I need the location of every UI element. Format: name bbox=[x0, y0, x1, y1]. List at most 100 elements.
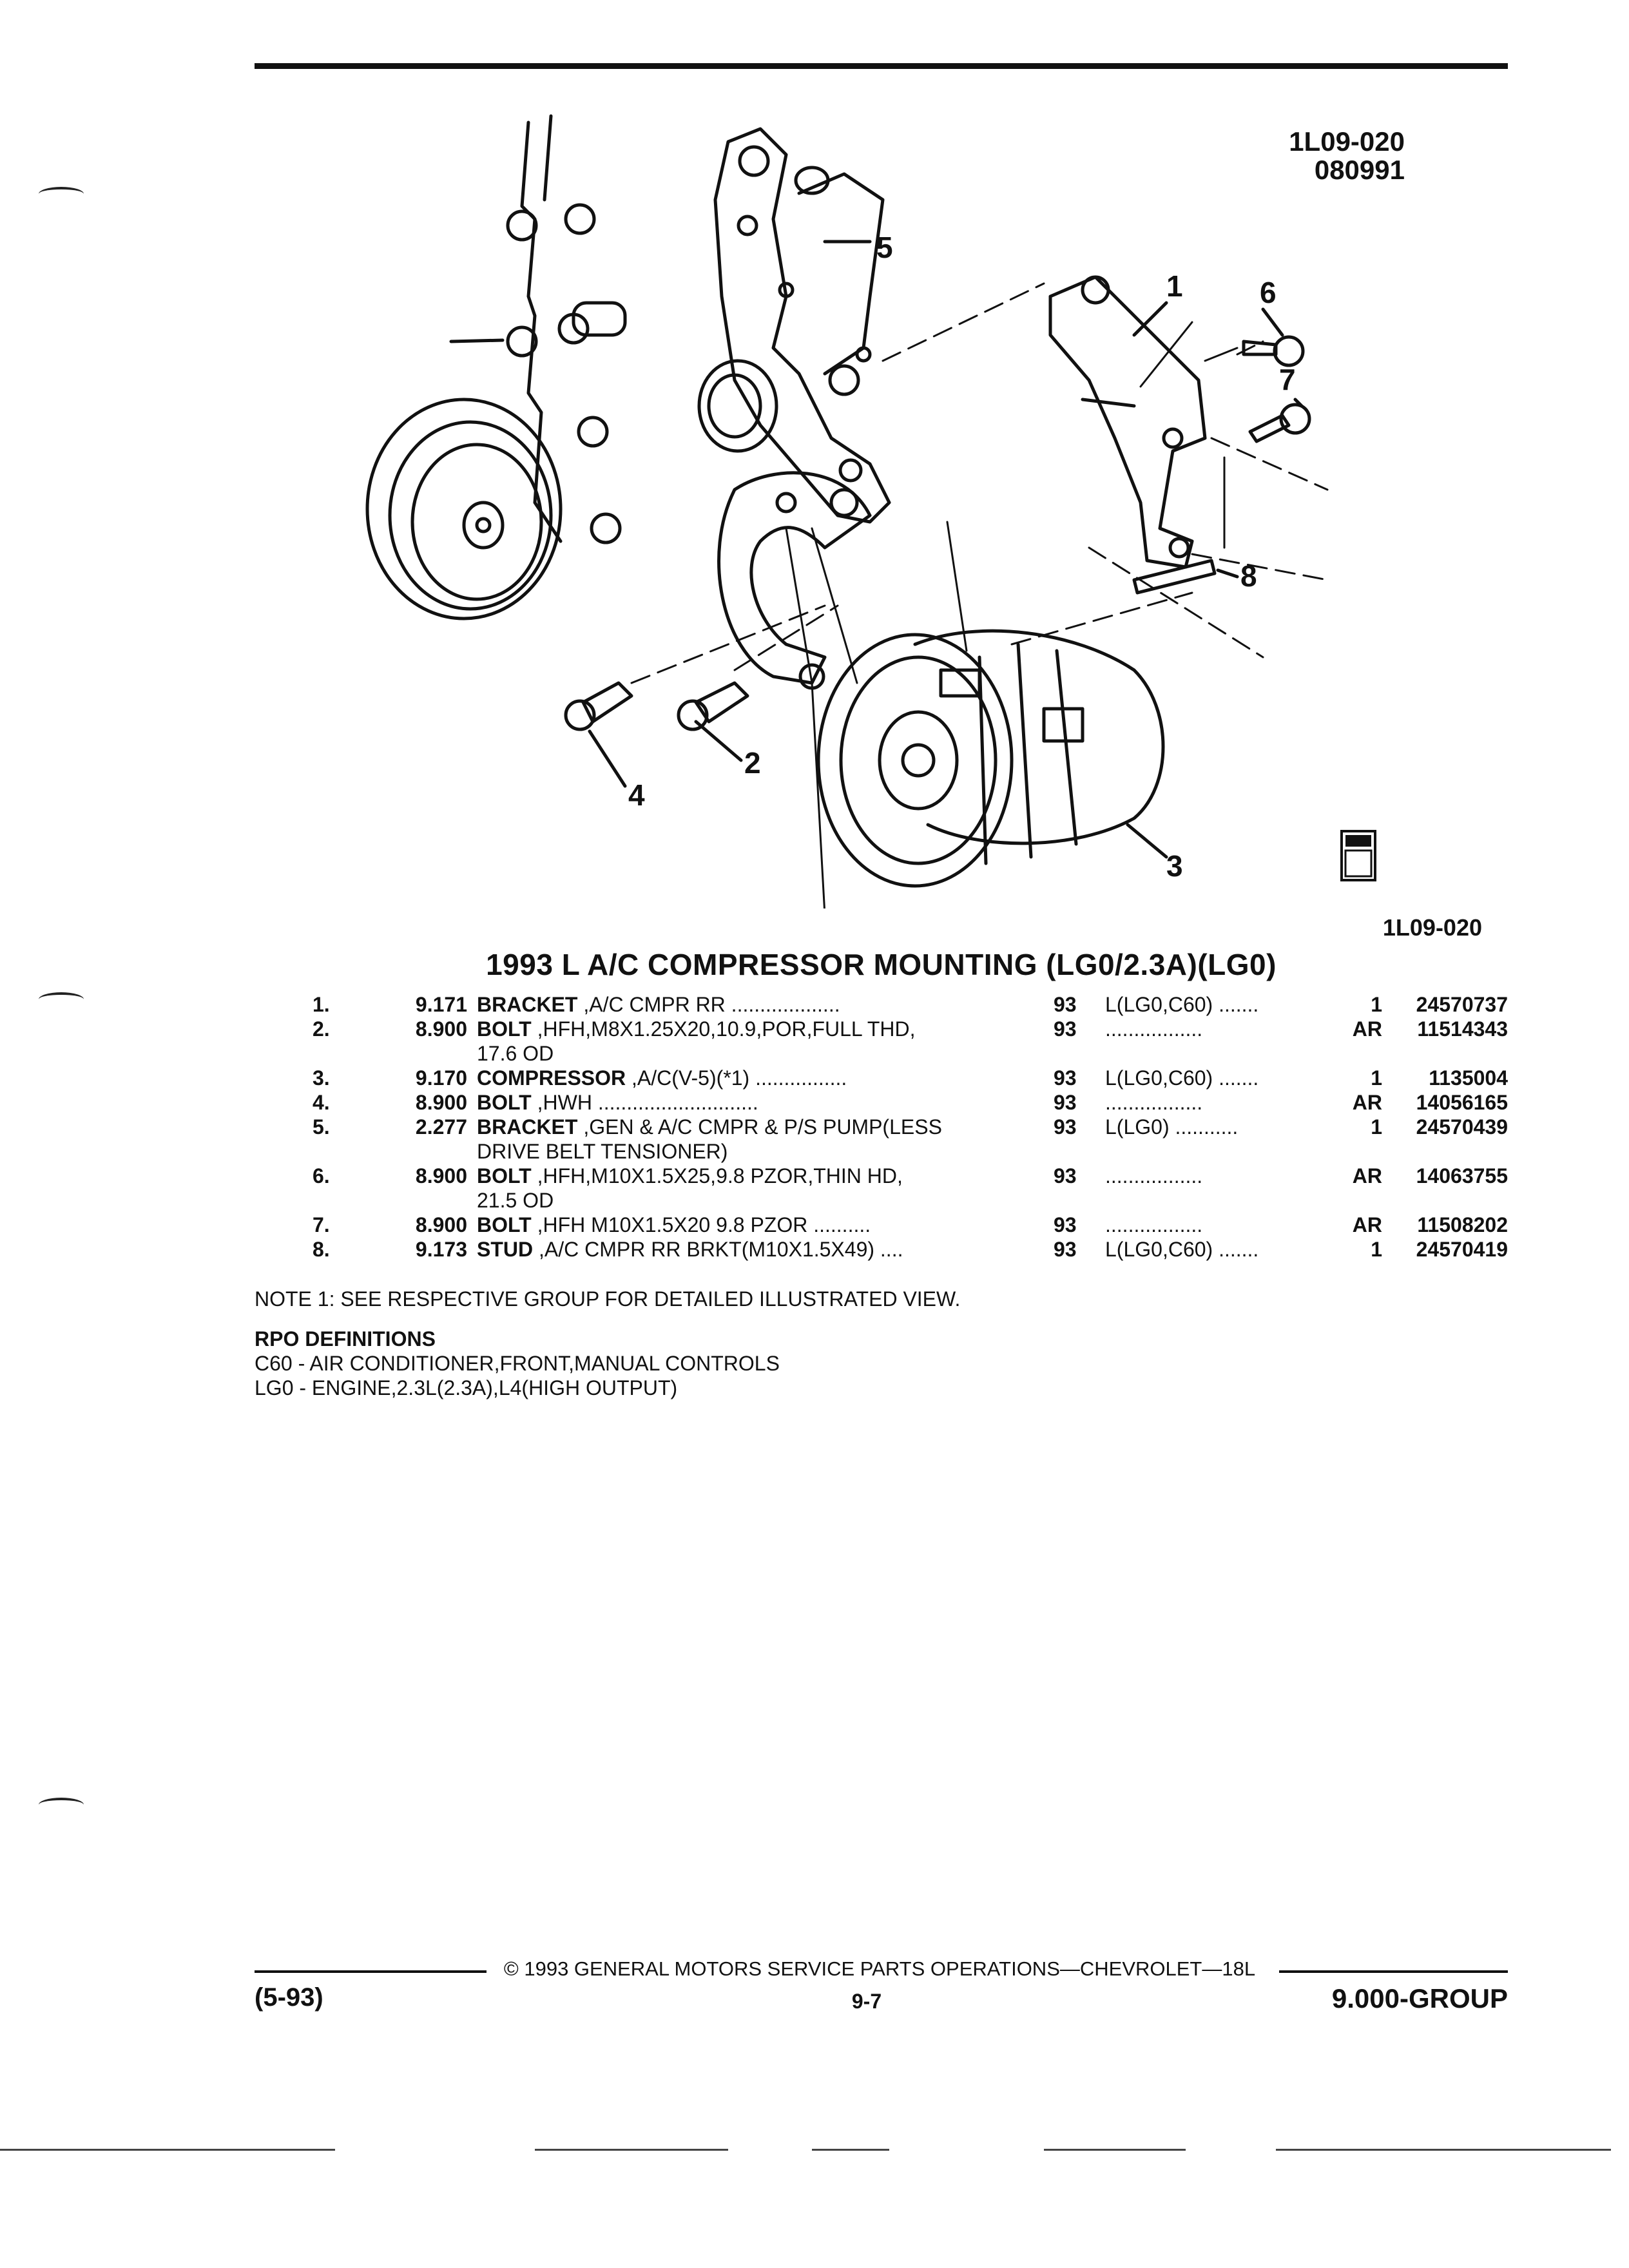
part-detail-continued: 17.6 OD bbox=[477, 1042, 554, 1065]
part-detail: ,HFH M10X1.5X20 9.8 PZOR .......... bbox=[531, 1213, 871, 1236]
bolt-2 bbox=[677, 681, 749, 731]
item-number: 2. bbox=[313, 1017, 330, 1041]
part-number: 24570737 bbox=[1416, 993, 1508, 1016]
usage: ................. bbox=[1105, 1017, 1203, 1041]
part-description: STUD ,A/C CMPR RR BRKT(M10X1.5X49) .... bbox=[477, 1237, 1031, 1262]
year: 93 bbox=[1054, 1066, 1077, 1090]
footer-rule-right bbox=[1279, 1970, 1508, 1973]
group-label: 9.000-GROUP bbox=[1331, 1983, 1508, 2013]
engine-block-outline bbox=[449, 114, 627, 544]
part-description: BOLT ,HFH,M10X1.5X25,9.8 PZOR,THIN HD,21… bbox=[477, 1164, 1031, 1213]
table-row: 6. 8.900 BOLT ,HFH,M10X1.5X25,9.8 PZOR,T… bbox=[255, 1164, 1508, 1213]
part-description: COMPRESSOR ,A/C(V-5)(*1) ...............… bbox=[477, 1066, 1031, 1090]
part-detail: ,A/C CMPR RR BRKT(M10X1.5X49) .... bbox=[533, 1238, 903, 1261]
page-number: 9-7 bbox=[851, 1990, 882, 2013]
item-number: 8. bbox=[313, 1238, 330, 1261]
group-number: 9.173 bbox=[415, 1238, 467, 1261]
part-detail: ,HWH ............................ bbox=[531, 1091, 758, 1114]
rpo-definition: C60 - AIR CONDITIONER,FRONT,MANUAL CONTR… bbox=[255, 1352, 780, 1375]
quantity: AR bbox=[1352, 1164, 1382, 1187]
callout-2: 2 bbox=[744, 746, 761, 780]
table-row: 7. 8.900 BOLT ,HFH M10X1.5X20 9.8 PZOR .… bbox=[255, 1213, 1508, 1237]
table-row: 3. 9.170 COMPRESSOR ,A/C(V-5)(*1) ......… bbox=[255, 1066, 1508, 1090]
part-name: STUD bbox=[477, 1238, 534, 1261]
group-number: 9.170 bbox=[415, 1066, 467, 1090]
group-number: 8.900 bbox=[415, 1213, 467, 1236]
usage: L(LG0,C60) ....... bbox=[1105, 993, 1259, 1016]
compressor-3 bbox=[816, 629, 1165, 888]
margin-mark bbox=[39, 1798, 84, 1812]
figure-code-bottom: 1L09-020 bbox=[1382, 914, 1482, 941]
part-number: 14063755 bbox=[1416, 1164, 1508, 1187]
scan-artifact-line bbox=[812, 2149, 889, 2151]
item-number: 1. bbox=[313, 993, 330, 1016]
item-number: 4. bbox=[313, 1091, 330, 1114]
scan-artifact-line bbox=[1044, 2149, 1186, 2151]
top-rule bbox=[255, 63, 1508, 69]
part-detail-continued: DRIVE BELT TENSIONER) bbox=[477, 1140, 728, 1163]
leader-lines bbox=[785, 321, 1239, 908]
part-name: BOLT bbox=[477, 1017, 532, 1041]
group-number: 8.900 bbox=[415, 1017, 467, 1041]
year: 93 bbox=[1054, 1238, 1077, 1261]
callout-7: 7 bbox=[1279, 363, 1296, 396]
item-number: 6. bbox=[313, 1164, 330, 1187]
rpo-heading: RPO DEFINITIONS bbox=[255, 1327, 436, 1350]
page-title: 1993 L A/C COMPRESSOR MOUNTING (LG0/2.3A… bbox=[486, 948, 1277, 981]
part-detail: ,A/C CMPR RR ................... bbox=[577, 993, 840, 1016]
callout-4: 4 bbox=[628, 778, 645, 812]
part-number: 1135004 bbox=[1429, 1066, 1508, 1090]
item-number: 5. bbox=[313, 1115, 330, 1139]
quantity: AR bbox=[1352, 1091, 1382, 1114]
part-detail: ,GEN & A/C CMPR & P/S PUMP(LESS bbox=[577, 1115, 942, 1139]
table-row: 8. 9.173 STUD ,A/C CMPR RR BRKT(M10X1.5X… bbox=[255, 1237, 1508, 1262]
part-description: BOLT ,HFH M10X1.5X20 9.8 PZOR .......... bbox=[477, 1213, 1031, 1237]
copyright-line: © 1993 GENERAL MOTORS SERVICE PARTS OPER… bbox=[503, 1957, 1256, 1980]
part-name: COMPRESSOR bbox=[477, 1066, 626, 1090]
rpo-definition: LG0 - ENGINE,2.3L(2.3A),L4(HIGH OUTPUT) bbox=[255, 1376, 678, 1399]
footnote: NOTE 1: SEE RESPECTIVE GROUP FOR DETAILE… bbox=[255, 1287, 961, 1311]
year: 93 bbox=[1054, 1115, 1077, 1139]
scan-artifact-line bbox=[0, 2149, 335, 2151]
usage: L(LG0) ........... bbox=[1105, 1115, 1239, 1139]
callout-8: 8 bbox=[1240, 559, 1257, 593]
bolt-4 bbox=[564, 681, 633, 731]
year: 93 bbox=[1054, 1164, 1077, 1187]
part-description: BOLT ,HWH ............................ bbox=[477, 1090, 1031, 1115]
bolt-7 bbox=[1248, 403, 1311, 443]
table-row: 4. 8.900 BOLT ,HWH .....................… bbox=[255, 1090, 1508, 1115]
figure-date: 080991 bbox=[1314, 155, 1405, 185]
margin-mark bbox=[39, 187, 84, 201]
quantity: AR bbox=[1352, 1213, 1382, 1236]
part-number: 11508202 bbox=[1417, 1213, 1508, 1236]
table-row: 5. 2.277 BRACKET ,GEN & A/C CMPR & P/S P… bbox=[255, 1115, 1508, 1164]
exploded-diagram: 5 1 6 7 8 2 4 3 bbox=[365, 114, 1329, 908]
stud-8 bbox=[1132, 559, 1217, 595]
callout-5: 5 bbox=[876, 231, 893, 264]
part-number: 11514343 bbox=[1417, 1017, 1508, 1041]
part-name: BOLT bbox=[477, 1213, 532, 1236]
callout-6: 6 bbox=[1260, 276, 1277, 309]
year: 93 bbox=[1054, 993, 1077, 1016]
quantity: 1 bbox=[1371, 1115, 1382, 1139]
bracket-5 bbox=[697, 127, 891, 524]
usage: L(LG0,C60) ....... bbox=[1105, 1238, 1259, 1261]
usage: L(LG0,C60) ....... bbox=[1105, 1066, 1259, 1090]
footer-rule-left bbox=[255, 1970, 487, 1973]
table-row: 1. 9.171 BRACKET ,A/C CMPR RR ..........… bbox=[255, 992, 1508, 1017]
figure-code: 1L09-020 bbox=[1289, 126, 1405, 157]
year: 93 bbox=[1054, 1213, 1077, 1236]
usage: ................. bbox=[1105, 1091, 1203, 1114]
assembly-lines bbox=[630, 282, 1329, 684]
group-number: 8.900 bbox=[415, 1164, 467, 1187]
callout-3: 3 bbox=[1166, 849, 1183, 883]
group-number: 2.277 bbox=[415, 1115, 467, 1139]
item-number: 7. bbox=[313, 1213, 330, 1236]
callout-leaders bbox=[588, 240, 1304, 859]
gm-spo-logo bbox=[1340, 830, 1376, 881]
part-detail: ,A/C(V-5)(*1) ................ bbox=[626, 1066, 847, 1090]
quantity: 1 bbox=[1371, 993, 1382, 1016]
parts-list: 1. 9.171 BRACKET ,A/C CMPR RR ..........… bbox=[255, 992, 1508, 1262]
part-detail-continued: 21.5 OD bbox=[477, 1189, 554, 1212]
